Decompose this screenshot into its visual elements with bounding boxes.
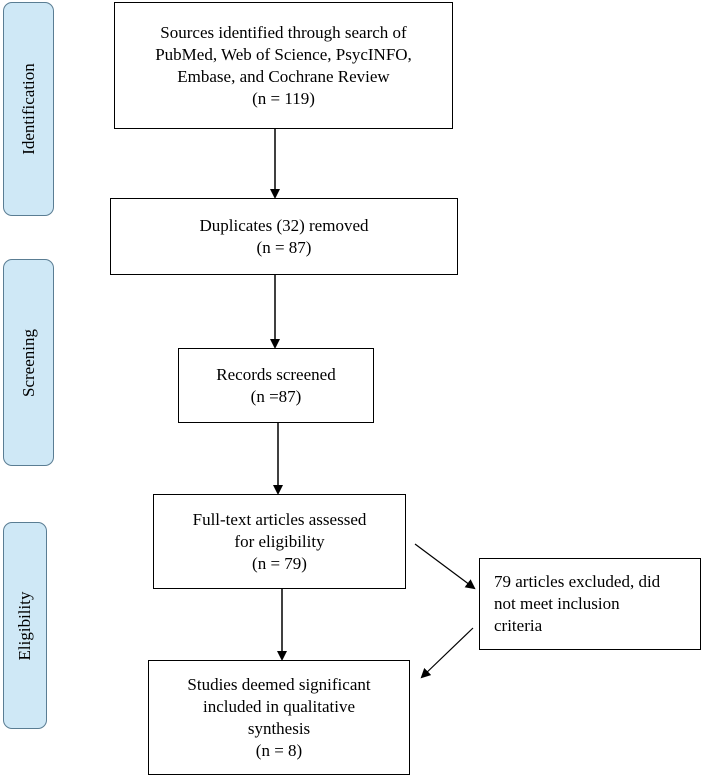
- sources-count: (n = 119): [252, 88, 315, 108]
- box-studies-included: Studies deemed significant included in q…: [148, 660, 410, 775]
- duplicates-line-1: Duplicates (32) removed: [199, 215, 369, 235]
- included-count: (n = 8): [255, 740, 303, 760]
- included-line-2: included in qualitative: [202, 696, 355, 716]
- phase-identification: Identification: [3, 2, 54, 216]
- phase-eligibility: Eligibility: [3, 522, 47, 729]
- fulltext-line-1: Full-text articles assessed: [192, 509, 367, 529]
- sources-line-3: Embase, and Cochrane Review: [177, 66, 390, 86]
- included-line-3: synthesis: [247, 718, 311, 738]
- phase-screening: Screening: [3, 259, 54, 466]
- fulltext-count: (n = 79): [252, 553, 307, 573]
- excluded-line-3: criteria: [494, 616, 543, 635]
- fulltext-line-2: for eligibility: [234, 531, 325, 551]
- included-line-1: Studies deemed significant: [187, 674, 371, 694]
- excluded-line-2: not meet inclusion: [494, 594, 620, 613]
- sources-line-1: Sources identified through search of: [160, 22, 407, 42]
- arrow-fulltext-to-excluded: [414, 543, 476, 590]
- box-duplicates-removed: Duplicates (32) removed (n = 87): [110, 198, 458, 275]
- sources-line-2: PubMed, Web of Science, PsycINFO,: [155, 44, 412, 64]
- screened-count: (n =87): [250, 386, 302, 406]
- box-sources-identified: Sources identified through search of Pub…: [114, 2, 453, 129]
- arrow-excluded-to-included: [420, 627, 474, 679]
- excluded-line-1: 79 articles excluded, did: [494, 572, 661, 591]
- duplicates-count: (n = 87): [256, 237, 312, 257]
- box-fulltext-assessed: Full-text articles assessed for eligibil…: [153, 494, 406, 589]
- box-records-screened: Records screened (n =87): [178, 348, 374, 423]
- box-articles-excluded: 79 articles excluded, did not meet inclu…: [479, 558, 701, 650]
- screened-line-1: Records screened: [216, 364, 336, 384]
